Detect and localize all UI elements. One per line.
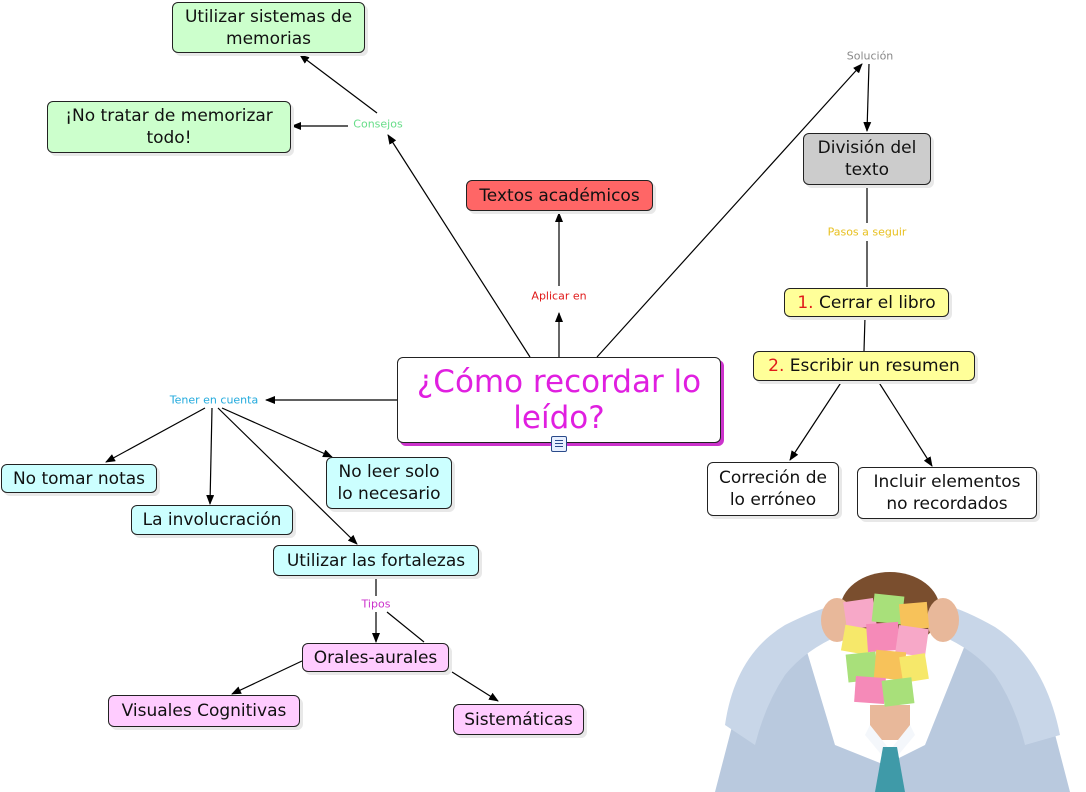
node-label: Orales-aurales [313,647,438,668]
node-label: Cerrar el libro [818,292,936,313]
link-label-consejos: Consejos [351,117,405,131]
node-division-texto[interactable]: División del texto [803,133,931,185]
link-label-tener: Tener en cuenta [167,393,261,407]
node-orales-aurales[interactable]: Orales-aurales [302,643,449,672]
node-no-memorizar[interactable]: ¡No tratar de memorizar todo! [47,101,291,153]
note-icon[interactable] [551,436,567,452]
main-topic-text: ¿Cómo recordar lo leído? [416,364,702,436]
node-correcion[interactable]: Correción de lo erróneo [707,462,839,516]
node-label: Escribir un resumen [789,356,960,376]
link-label-tipos: Tipos [359,597,393,611]
node-label: Sistemáticas [464,709,573,730]
node-label: Utilizar las fortalezas [286,550,466,571]
node-visuales-cognitivas[interactable]: Visuales Cognitivas [108,695,300,727]
node-utilizar-sistemas[interactable]: Utilizar sistemas de memorias [172,2,365,53]
node-cerrar-libro[interactable]: 1. Cerrar el libro [784,288,949,317]
node-incluir[interactable]: Incluir elementos no recordados [857,467,1037,519]
node-label: No leer solo lo necesario [337,462,441,504]
link-label-solucion: Solución [844,49,896,63]
node-label: La involucración [142,510,282,530]
node-no-tomar-notas[interactable]: No tomar notas [1,464,157,493]
node-label: División del texto [817,138,917,180]
node-sistematicas[interactable]: Sistemáticas [453,704,584,735]
node-utilizar-fortalezas[interactable]: Utilizar las fortalezas [273,545,479,576]
main-topic[interactable]: ¿Cómo recordar lo leído? [397,357,721,443]
node-label: Visuales Cognitivas [121,701,287,721]
node-label: Incluir elementos no recordados [873,472,1021,514]
node-textos-academicos[interactable]: Textos académicos [466,180,653,211]
link-label-aplicar: Aplicar en [529,289,589,303]
node-label: ¡No tratar de memorizar todo! [65,106,273,148]
node-label: Correción de lo erróneo [719,468,827,510]
node-escribir-resumen[interactable]: 2. Escribir un resumen [753,351,975,381]
node-label: Utilizar sistemas de memorias [184,6,353,49]
step-number: 2. [768,356,785,376]
step-number: 1. [797,292,814,313]
link-label-pasos: Pasos a seguir [825,225,909,239]
node-label: Textos académicos [479,185,640,206]
node-involucracion[interactable]: La involucración [131,505,293,535]
sticky-notes-man-image [715,572,1070,792]
node-no-leer-solo[interactable]: No leer solo lo necesario [326,457,452,509]
node-label: No tomar notas [12,468,146,489]
